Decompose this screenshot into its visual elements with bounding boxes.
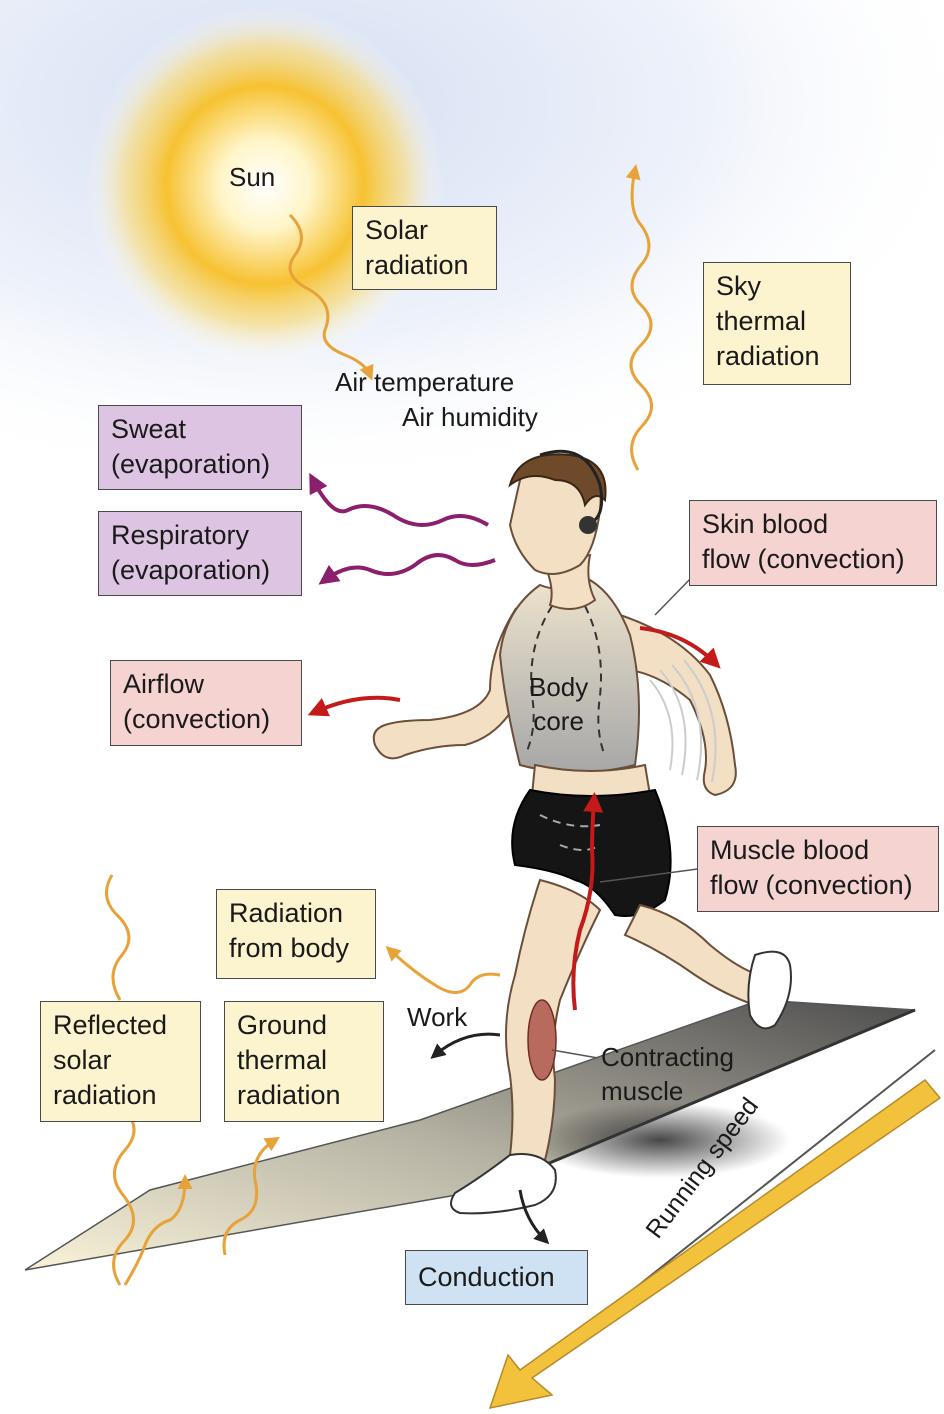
- contracting-muscle-leader: [552, 1050, 598, 1058]
- airflow-convection-label: Airflow (convection): [110, 660, 302, 746]
- solar-radiation-label: Solar radiation: [352, 206, 497, 290]
- airflow-arrow: [315, 698, 400, 712]
- air-humidity-label: Air humidity: [402, 400, 538, 434]
- work-label: Work: [407, 1000, 467, 1034]
- muscle-blood-flow-label: Muscle blood flow (convection): [697, 826, 939, 912]
- sky-thermal-radiation-label: Sky thermal radiation: [703, 262, 851, 385]
- ground-thermal-radiation-label: Ground thermal radiation: [224, 1001, 384, 1122]
- sun-label: Sun: [229, 160, 275, 194]
- conduction-label: Conduction: [405, 1250, 588, 1305]
- work-arrow: [435, 1034, 500, 1055]
- reflected-solar-radiation-label: Reflected solar radiation: [40, 1001, 201, 1122]
- radiation-from-body-arrow: [390, 950, 500, 993]
- skin-blood-flow-label: Skin blood flow (convection): [689, 500, 937, 586]
- body-core-label: Body core: [529, 670, 588, 738]
- air-temperature-label: Air temperature: [335, 365, 514, 399]
- respiratory-evaporation-arrow: [325, 555, 495, 580]
- sweat-evaporation-label: Sweat (evaporation): [98, 405, 302, 490]
- contracting-muscle-label: Contracting muscle: [601, 1040, 734, 1108]
- respiratory-evaporation-label: Respiratory (evaporation): [98, 511, 302, 596]
- radiation-from-body-label: Radiation from body: [216, 889, 376, 979]
